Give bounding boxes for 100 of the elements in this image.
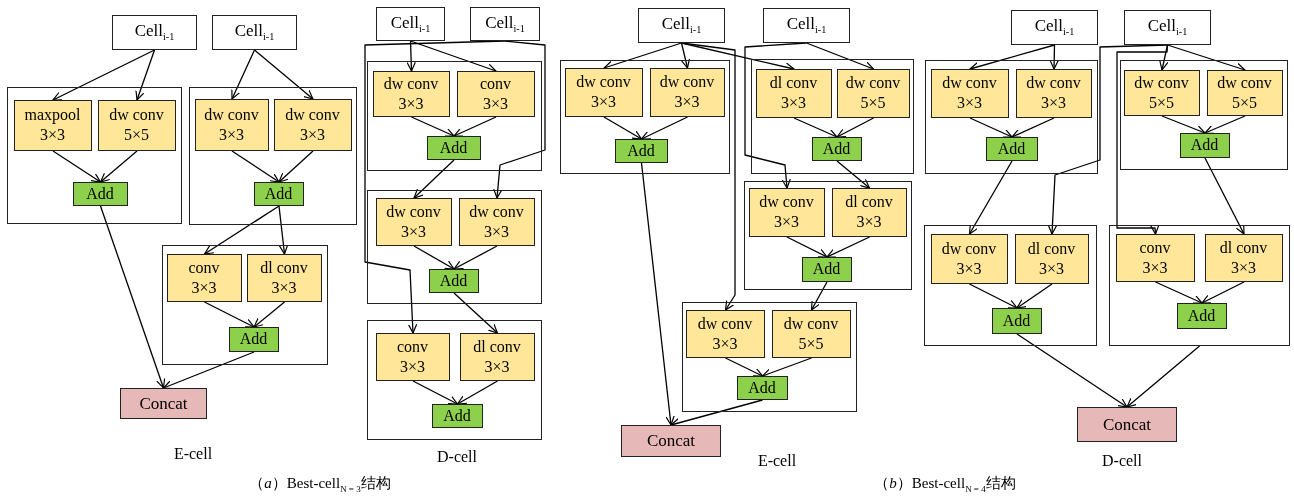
arrow <box>409 40 497 73</box>
arrow <box>805 42 875 71</box>
operation-box: dw conv 5×5 <box>1123 69 1200 116</box>
input-cell-box: Cell$_{i-1}$ <box>638 8 725 43</box>
panel-label: E-cell <box>757 452 797 470</box>
arrow <box>453 292 499 334</box>
arrow <box>1204 157 1245 235</box>
panel-label: E-cell <box>173 445 213 463</box>
input-cell-box: Cell$_{i-1}$ <box>376 7 445 41</box>
cell-group-frame <box>7 87 182 224</box>
arrow <box>969 44 1056 72</box>
add-box: Add <box>991 307 1042 334</box>
operation-box: dw conv 3×3 <box>748 187 825 237</box>
arrow <box>203 301 255 328</box>
arrow <box>162 351 255 390</box>
arrow <box>1049 44 1059 70</box>
cell-group-frame <box>744 181 912 290</box>
arrow <box>1166 44 1246 72</box>
arrow <box>603 116 643 140</box>
arrow <box>413 245 455 270</box>
arrow <box>786 236 828 258</box>
input-cell-box: Cell$_{i-1}$ <box>1124 10 1211 45</box>
arrow <box>453 116 497 137</box>
arrow <box>761 357 813 378</box>
arrow <box>406 40 416 72</box>
operation-box: conv 3×3 <box>1115 233 1195 282</box>
arrow <box>968 283 1018 309</box>
arrow <box>836 117 875 138</box>
cell-group-frame <box>924 225 1097 346</box>
arrow <box>493 40 546 199</box>
operation-box: dl conv 3×3 <box>831 187 907 237</box>
cell-group-frame <box>189 87 357 225</box>
operation-box: dl conv 3×3 <box>459 332 535 381</box>
arrow <box>135 49 156 101</box>
arrow <box>826 236 871 258</box>
add-box: Add <box>614 138 668 163</box>
arrow <box>253 49 314 100</box>
operation-box: dw conv 3×3 <box>372 70 450 117</box>
arrow <box>412 380 459 405</box>
add-box: Add <box>811 136 862 161</box>
cell-group-frame <box>367 320 542 440</box>
figure-caption: （b）Best-cell$_{N = 4}$结构 <box>874 474 1016 494</box>
operation-box: dw conv 3×3 <box>649 67 725 117</box>
operation-box: dw conv 3×3 <box>930 68 1009 118</box>
arrow <box>1204 115 1246 134</box>
operation-box: dl conv 3×3 <box>1014 233 1089 284</box>
arrow <box>640 116 689 140</box>
operation-box: maxpool 3×3 <box>13 99 92 151</box>
arrow <box>231 49 256 100</box>
add-box: Add <box>985 136 1038 161</box>
arrow <box>1016 333 1128 408</box>
operation-box: dw conv 3×3 <box>564 67 643 117</box>
arrow <box>278 205 289 255</box>
operation-box: dw conv 3×3 <box>1015 68 1092 118</box>
arrow <box>680 42 691 69</box>
operation-box: conv 3×3 <box>375 332 450 381</box>
cell-group-frame <box>925 60 1098 174</box>
concat-box: Concat <box>1077 407 1177 442</box>
panel-label: D-cell <box>437 448 477 466</box>
input-cell-box: Cell$_{i-1}$ <box>470 7 540 41</box>
arrow <box>410 116 455 137</box>
cell-group-frame <box>1120 60 1288 170</box>
arrow <box>453 245 498 270</box>
arrow <box>456 380 499 405</box>
arrow <box>836 160 871 189</box>
arrow <box>793 117 838 138</box>
arrow <box>670 399 764 428</box>
operation-box: dw conv 5×5 <box>97 99 176 151</box>
cell-group-frame <box>162 245 328 365</box>
operation-box: dw conv 3×3 <box>685 309 765 358</box>
operation-box: dl conv 3×3 <box>1204 233 1283 282</box>
cell-group-frame <box>367 190 542 304</box>
operation-box: conv 3×3 <box>456 70 535 117</box>
arrow <box>1016 283 1053 309</box>
add-box: Add <box>253 181 304 206</box>
arrow <box>603 42 683 70</box>
arrow <box>99 150 138 183</box>
add-box: Add <box>736 375 788 400</box>
arrow <box>364 40 506 334</box>
arrow <box>969 117 1013 138</box>
arrow <box>413 159 455 199</box>
input-cell-box: Cell$_{i-1}$ <box>112 15 197 50</box>
arrow <box>1201 281 1245 304</box>
cell-group-frame <box>751 59 914 174</box>
arrow <box>1154 281 1203 304</box>
arrow <box>1159 44 1169 71</box>
operation-box: dw conv 3×3 <box>930 233 1008 284</box>
arrow <box>724 357 764 377</box>
operation-box: dl conv 3×3 <box>755 68 832 118</box>
operation-box: dw conv 5×5 <box>771 309 851 358</box>
arrow <box>52 150 102 183</box>
input-cell-box: Cell$_{i-1}$ <box>763 8 850 43</box>
add-box: Add <box>428 268 479 293</box>
arrow <box>1047 44 1169 235</box>
arrow <box>810 281 828 311</box>
arrow <box>52 49 156 101</box>
cell-group-frame <box>560 60 730 174</box>
operation-box: dw conv 5×5 <box>1206 69 1283 116</box>
arrow <box>278 150 314 183</box>
arrow <box>640 162 675 426</box>
